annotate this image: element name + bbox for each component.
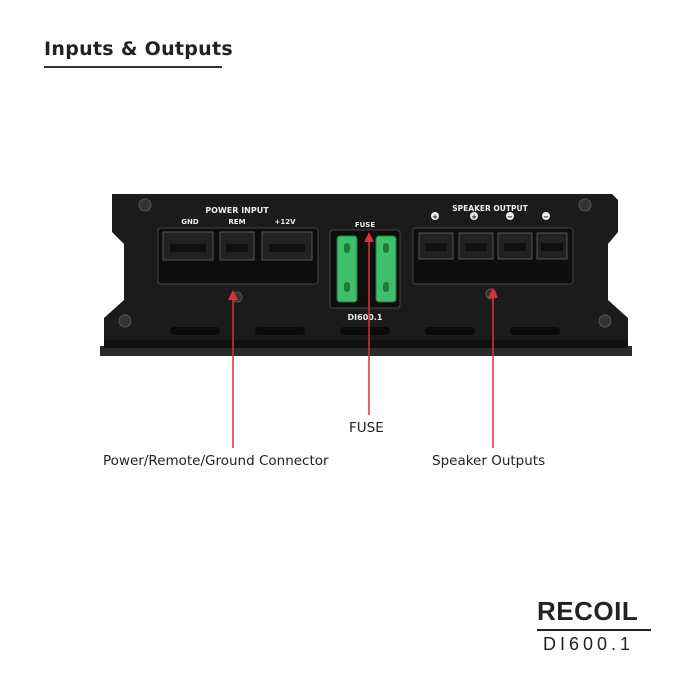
polarity-markers [431, 212, 550, 220]
power-terminal-block [157, 227, 319, 285]
fuse-holder [329, 229, 401, 309]
brand-logo: RECOIL [537, 596, 639, 626]
callout-power: Power/Remote/Ground Connector [103, 453, 329, 469]
title-underline [44, 66, 222, 68]
vent-slots [170, 327, 560, 335]
power-terminal-label-12v: +12V [274, 218, 296, 226]
brand-model: DI600.1 [543, 634, 635, 654]
power-terminal-label-rem: REM [228, 218, 245, 226]
model-plate: DI600.1 [348, 313, 383, 322]
power-terminal-label-gnd: GND [181, 218, 199, 226]
callout-line-fuse [364, 232, 374, 415]
callout-speaker: Speaker Outputs [432, 453, 546, 469]
callout-line-speaker [488, 288, 498, 448]
power-input-label: POWER INPUT [205, 206, 269, 215]
speaker-polarity-1: + [432, 213, 438, 221]
speaker-polarity-4: − [543, 213, 549, 221]
speaker-polarity-2: + [471, 213, 477, 221]
fuse-label: FUSE [355, 221, 376, 229]
callout-fuse: FUSE [349, 420, 384, 436]
speaker-terminal-block [412, 227, 574, 285]
speaker-polarity-3: − [507, 213, 513, 221]
page-title: Inputs & Outputs [44, 38, 233, 60]
callout-line-power [228, 290, 238, 448]
brand-divider [537, 629, 651, 631]
speaker-output-label: SPEAKER OUTPUT [452, 204, 528, 213]
